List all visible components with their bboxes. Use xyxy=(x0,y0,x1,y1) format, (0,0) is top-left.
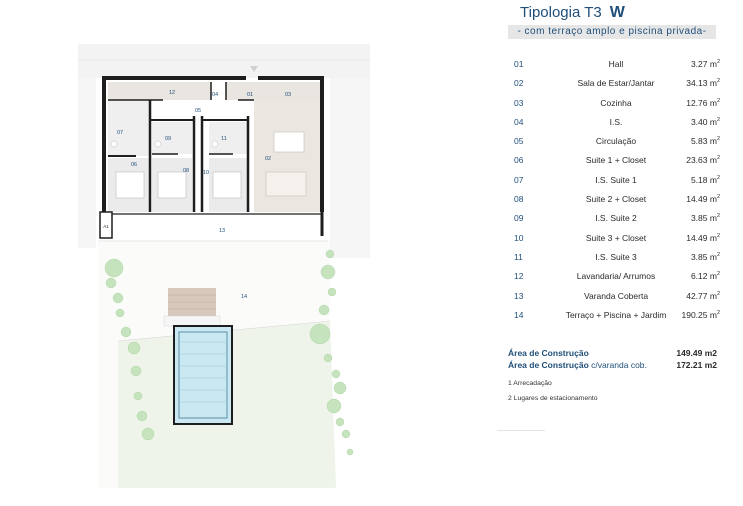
plan-label-suite1: 06 xyxy=(131,162,137,168)
room-number: 14 xyxy=(514,309,524,320)
room-number: 06 xyxy=(514,155,524,166)
room-name: Suite 3 + Closet xyxy=(585,232,647,243)
room-name: I.S. Suite 3 xyxy=(595,251,637,262)
area-row: 02 Sala de Estar/Jantar 34.13 m2 xyxy=(508,74,720,93)
area-row: 03 Cozinha 12.76 m2 xyxy=(508,94,720,113)
storage-unit xyxy=(99,211,113,239)
room-number: 01 xyxy=(514,59,524,69)
plan-label-wc-suite3: 11 xyxy=(221,136,227,142)
room-number: 13 xyxy=(514,290,524,301)
room-number: 12 xyxy=(514,271,524,282)
area-row: 14 Terraço + Piscina + Jardim 190.25 m2 xyxy=(508,306,720,325)
room-area: 14.49 m2 xyxy=(686,232,720,243)
neighbour-block xyxy=(78,44,370,78)
title-prefix: Tipologia T3 xyxy=(520,4,602,21)
room-wc-suite3 xyxy=(209,122,247,154)
plan-label-laundry: 12 xyxy=(169,90,175,96)
area-table: 01 Hall 3.27 m2 02 Sala de Estar/Jantar 34.13… xyxy=(508,55,720,325)
room-number: 02 xyxy=(514,78,524,89)
title-letter: W xyxy=(609,4,625,21)
plan-label-storage: A1 xyxy=(103,224,109,229)
plan-label-living: 02 xyxy=(265,156,271,162)
walls xyxy=(102,76,324,212)
room-wc-suite1 xyxy=(108,100,150,156)
neighbour-strip xyxy=(330,78,370,258)
room-area: 3.85 m2 xyxy=(690,213,720,224)
room-area: 6.12 m2 xyxy=(690,271,720,282)
note-storage: 1 Arrecadação xyxy=(508,380,552,387)
plan-label-kitchen: 03 xyxy=(285,92,291,98)
room-area: 5.83 m2 xyxy=(690,136,720,147)
area-row: 12 Lavandaria/ Arrumos 6.12 m2 xyxy=(508,267,720,286)
plan-label-wc-suite2: 09 xyxy=(165,136,171,142)
room-number: 10 xyxy=(514,232,524,243)
room-number: 05 xyxy=(514,136,524,147)
room-area: 12.76 m2 xyxy=(686,97,720,108)
plan-label-terrace: 14 xyxy=(241,294,247,300)
room-area: 23.63 m2 xyxy=(686,155,720,166)
room-kitchen xyxy=(226,82,322,100)
total-construction-veranda-value: 172.21 m2 xyxy=(676,360,717,370)
plan-label-wc: 04 xyxy=(212,92,218,98)
area-row: 05 Circulação 5.83 m2 xyxy=(508,132,720,151)
room-name: Suite 2 + Closet xyxy=(585,194,647,205)
room-name: Hall xyxy=(608,59,624,69)
room-area: 34.13 m2 xyxy=(686,78,720,89)
area-row: 06 Suite 1 + Closet 23.63 m2 xyxy=(508,151,720,170)
area-row: 07 I.S. Suite 1 5.18 m2 xyxy=(508,171,720,190)
plan-label-hall: 01 xyxy=(247,92,253,98)
room-number: 11 xyxy=(514,251,523,262)
room-number: 08 xyxy=(514,194,524,205)
total-construction-label: Área de Construção xyxy=(508,348,589,358)
room-name: Lavandaria/ Arrumos xyxy=(576,271,656,282)
pool xyxy=(173,325,233,425)
room-name: Sala de Estar/Jantar xyxy=(577,78,655,89)
total-construction-value: 149.49 m2 xyxy=(676,348,717,358)
divider xyxy=(497,430,545,431)
total-construction: Área de Construção 149.49 m2 xyxy=(508,348,720,360)
room-name: Circulação xyxy=(595,136,637,147)
page-subtitle: - com terraço amplo e piscina privada- xyxy=(508,25,716,39)
room-area: 190.25 m2 xyxy=(681,309,720,320)
area-row: 09 I.S. Suite 2 3.85 m2 xyxy=(508,209,720,228)
room-area: 3.27 m2 xyxy=(690,59,720,69)
plan-label-suite3: 10 xyxy=(203,170,209,176)
room-name: I.S. Suite 1 xyxy=(595,174,637,185)
room-area: 14.49 m2 xyxy=(686,194,720,205)
area-row: 01 Hall 3.27 m2 xyxy=(508,55,720,74)
note-parking: 2 Lugares de estacionamento xyxy=(508,395,598,402)
room-name: Varanda Coberta xyxy=(583,290,649,301)
plan-label-veranda: 13 xyxy=(219,228,225,234)
room-number: 03 xyxy=(514,97,524,108)
room-area: 3.40 m2 xyxy=(690,116,720,127)
total-construction-veranda: Área de Construção c/varanda cob. 172.21… xyxy=(508,360,720,372)
plan-label-suite2: 08 xyxy=(183,168,189,174)
area-row: 10 Suite 3 + Closet 14.49 m2 xyxy=(508,229,720,248)
room-area: 5.18 m2 xyxy=(690,174,720,185)
room-laundry xyxy=(163,82,211,100)
floor-plan: 01 02 03 04 05 06 07 08 09 10 11 12 13 1… xyxy=(78,44,370,488)
room-name: I.S. Suite 2 xyxy=(595,213,637,224)
page-title: Tipologia T3 W xyxy=(520,4,625,22)
room-number: 04 xyxy=(514,116,524,127)
area-row: 13 Varanda Coberta 42.77 m2 xyxy=(508,287,720,306)
room-area: 42.77 m2 xyxy=(686,290,720,301)
room-name: Terraço + Piscina + Jardim xyxy=(565,309,667,320)
area-row: 11 I.S. Suite 3 3.85 m2 xyxy=(508,248,720,267)
area-row: 08 Suite 2 + Closet 14.49 m2 xyxy=(508,190,720,209)
plan-label-wc-suite1: 07 xyxy=(117,130,123,136)
room-wc-suite2 xyxy=(152,122,192,154)
garden-shrubs xyxy=(104,249,354,456)
room-name: Suite 1 + Closet xyxy=(585,155,647,166)
room-name: I.S. xyxy=(609,116,623,127)
neighbour-strip-left xyxy=(78,78,96,248)
area-row: 04 I.S. 3.40 m2 xyxy=(508,113,720,132)
room-number: 07 xyxy=(514,174,524,185)
room-area: 3.85 m2 xyxy=(690,251,720,262)
total-construction-veranda-label: Área de Construção c/varanda cob. xyxy=(508,360,647,370)
plan-label-circulation: 05 xyxy=(195,108,201,114)
room-name: Cozinha xyxy=(600,97,632,108)
room-number: 09 xyxy=(514,213,524,224)
